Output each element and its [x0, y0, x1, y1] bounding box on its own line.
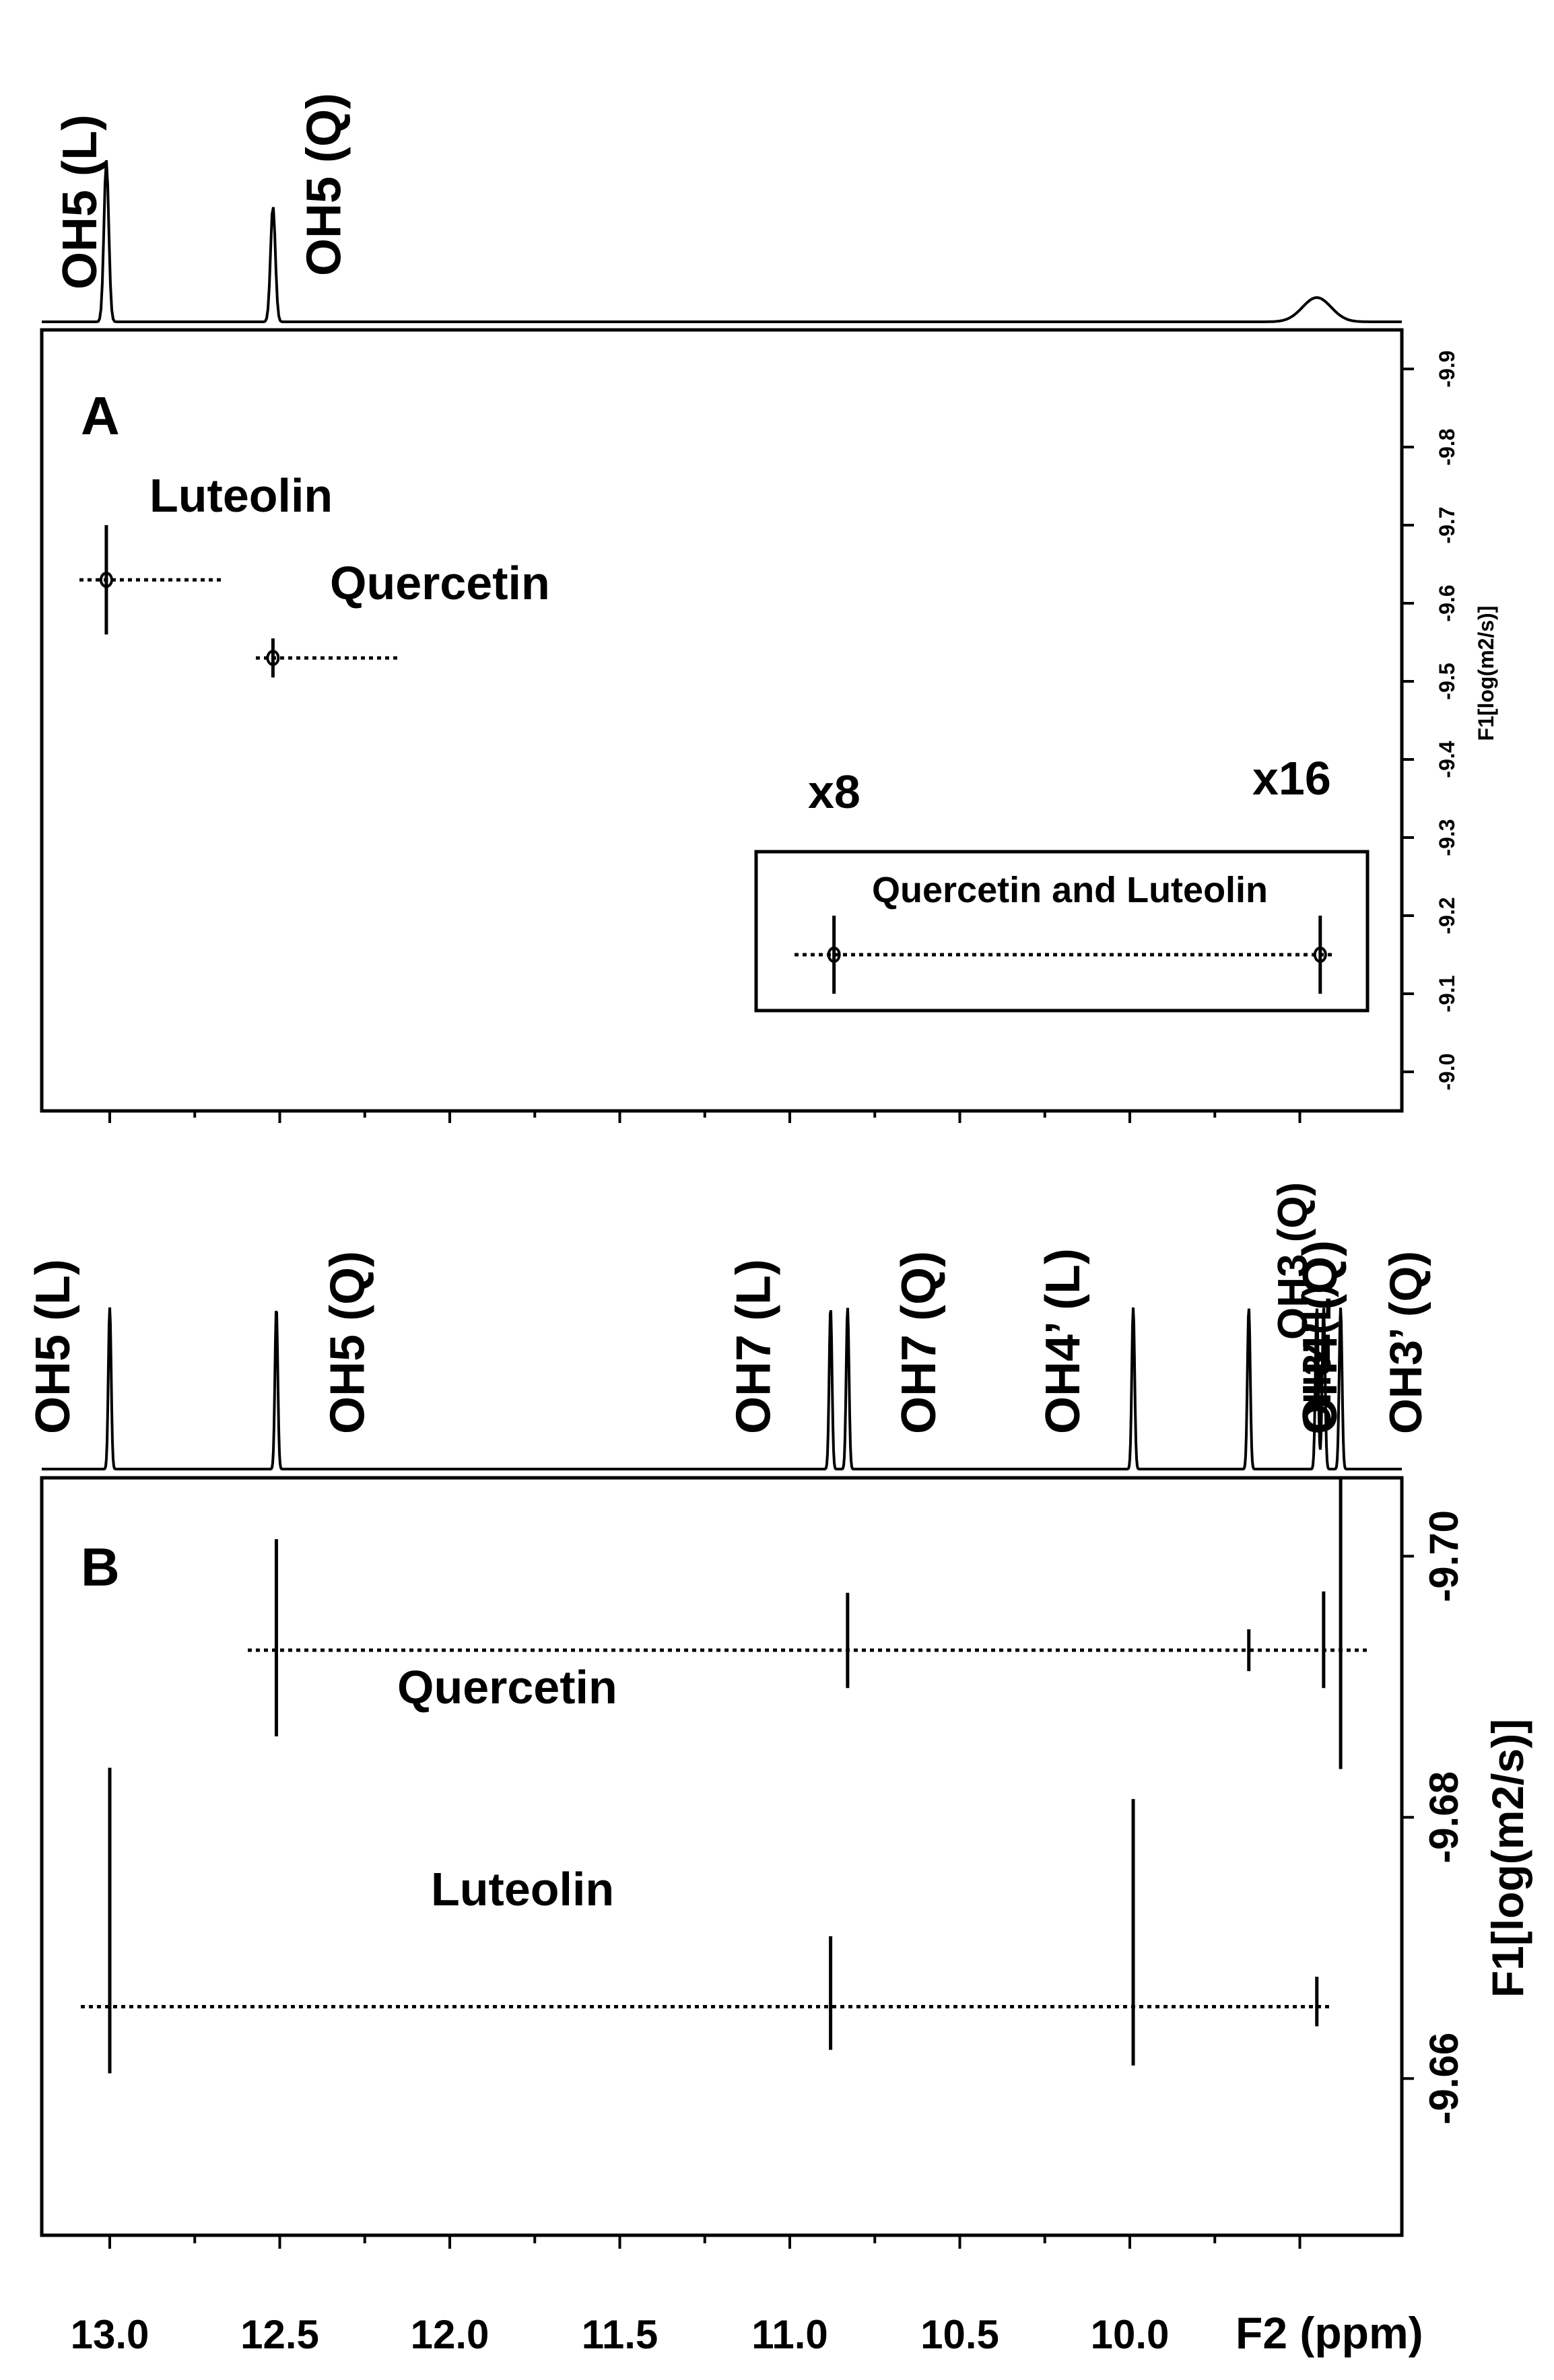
- panel-b-1d-spectrum: [42, 1307, 1402, 1470]
- panel-b-plot-frame: [40, 1476, 1404, 2237]
- panel-b-peak-label-oh3-q: OH3’ (Q): [1380, 1251, 1431, 1434]
- panel-b-y-tick-label: -9.70: [1421, 1510, 1466, 1602]
- panel-b-peak-label-oh3-l: OH3’ (L): [1295, 1285, 1339, 1434]
- panel-a-scale-x8-label: x8: [808, 766, 860, 818]
- panel-a-series-quercetin-and-luteolin: Quercetin and Luteolin: [795, 870, 1333, 994]
- panel-a-y-tick-label: -9.4: [1435, 741, 1459, 778]
- panel-a-peak-labels: OH5 (L) OH5 (Q): [53, 93, 351, 290]
- panel-b-peak-label-oh3-q: OH3 (Q): [1270, 1182, 1316, 1340]
- panel-a-peak-label-oh5-q: OH5 (Q): [297, 93, 351, 276]
- panel-a-x-ticks: [108, 1111, 1302, 1123]
- panel-a-y-tick-label: -9.7: [1435, 506, 1459, 543]
- panel-b-label: B: [81, 1537, 120, 1597]
- panel-b-y-ticks: -9.66 -9.68 -9.70: [1402, 1510, 1466, 2125]
- panel-a-cross-peak-contour: [1313, 947, 1327, 963]
- panel-a-series-label-luteolin: Luteolin: [149, 469, 333, 522]
- panel-a-scale-x16-label: x16: [1252, 752, 1331, 805]
- panel-b-x-tick-label: 13.0: [71, 2312, 149, 2357]
- panel-a-plot-frame: [40, 328, 1404, 1113]
- panel-b-series-label-quercetin: Quercetin: [397, 1661, 617, 1713]
- panel-a-y-tick-label: -9.2: [1435, 897, 1459, 934]
- panel-a-y-tick-label: -9.1: [1435, 975, 1459, 1012]
- panel-a-y-tick-label: -9.3: [1435, 819, 1459, 856]
- panel-a-y-tick-label: -9.0: [1435, 1053, 1459, 1090]
- panel-a-1d-spectrum: [42, 160, 1402, 323]
- panel-b-peak-label-oh4-q: OH4’ (Q): [1293, 1240, 1347, 1434]
- panel-b-y-tick-label: -9.68: [1421, 1771, 1466, 1864]
- panel-b-series-label-luteolin: Luteolin: [431, 1863, 614, 1915]
- panel-b-peak-label-oh7-l: OH7 (L): [727, 1259, 781, 1434]
- panel-b-series-luteolin: Luteolin: [81, 1767, 1330, 2074]
- panel-b-y-tick-label: -9.66: [1421, 2033, 1466, 2125]
- panel-b-peak-label-oh4-l: OH4’ (L): [1036, 1248, 1090, 1434]
- panel-b-x-tick-label: 10.0: [1091, 2312, 1170, 2357]
- panel-a-y-tick-label: -9.8: [1435, 428, 1459, 465]
- panel-a: OH5 (L)OH5 (Q) -9.9-9.8-9.7-9.6-9.5-9.4-…: [40, 93, 1498, 1123]
- panel-b-peak-label-oh5-q: OH5 (Q): [320, 1251, 374, 1434]
- panel-b-peak-label-oh7-q: OH7 (Q): [892, 1251, 946, 1434]
- panel-a-series-luteolin: Luteolin: [79, 469, 333, 635]
- panel-a-cross-peak-contour: [266, 650, 280, 667]
- panel-b-x-ticks: 13.0 12.5 12.0 11.5 11.0 10.5 10.0: [71, 2235, 1302, 2357]
- panel-b-x-tick-label: 11.0: [751, 2312, 827, 2357]
- panel-b-series-quercetin: Quercetin: [248, 1478, 1370, 1769]
- panel-b-peak-labels: OH5 (L) OH5 (Q) OH7 (L) OH7 (Q) OH4’ (L) OH4’…: [26, 1182, 1431, 1434]
- panel-b: OH5 (L) OH5 (Q) OH7 (L) OH7 (Q) OH4’ (L) OH4’…: [26, 1182, 1532, 2358]
- panel-b-x-tick-label: 11.5: [582, 2312, 658, 2357]
- panel-b-y-axis-label: F1[log(m2/s)]: [1483, 1719, 1532, 1998]
- panel-a-series-quercetin: Quercetin: [256, 557, 550, 678]
- panel-a-y-axis-label: F1[log(m2/s)]: [1474, 606, 1498, 741]
- panel-a-cross-peak-contour: [827, 947, 841, 963]
- panel-b-x-tick-label: 12.5: [240, 2312, 319, 2357]
- panel-a-y-ticks: -9.9 -9.8 -9.7 -9.6 -9.5 -9.4 -9.3 -9.2 -9.1 -9.0: [1402, 350, 1459, 1091]
- panel-b-x-tick-label: 10.5: [920, 2312, 999, 2357]
- panel-b-peak-label-oh5-l: OH5 (L): [26, 1259, 80, 1434]
- panel-a-peak-label-oh5-l: OH5 (L): [53, 114, 107, 290]
- panel-a-y-tick-label: -9.9: [1435, 350, 1459, 387]
- panel-a-y-tick-label: -9.6: [1435, 584, 1459, 621]
- panel-a-series-label-quercetin: Quercetin: [330, 557, 550, 609]
- panel-a-y-tick-label: -9.5: [1435, 662, 1459, 700]
- panel-b-x-tick-label: 12.0: [411, 2312, 489, 2357]
- panel-a-cross-peak-contour: [99, 572, 113, 588]
- panel-a-label: A: [81, 386, 120, 446]
- panel-a-series-label-quercetin-and-luteolin: Quercetin and Luteolin: [872, 870, 1268, 910]
- panel-b-x-axis-label: F2 (ppm): [1236, 2308, 1423, 2358]
- panel-a-inset-box: [754, 850, 1370, 1013]
